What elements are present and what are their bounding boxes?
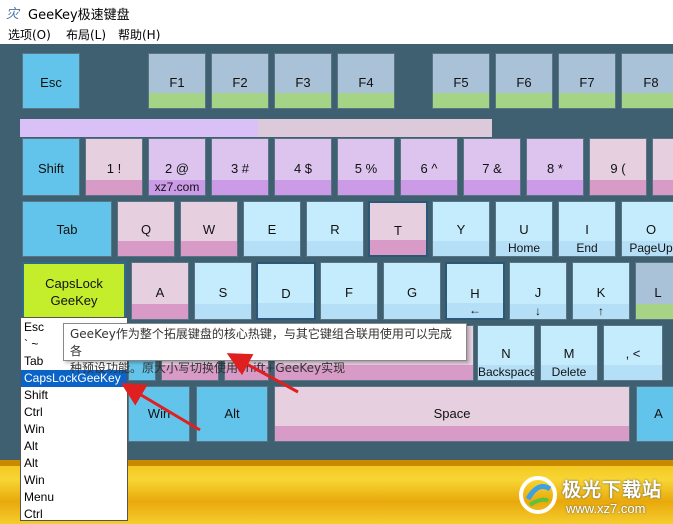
watermark-name: 极光下载站 [562,479,663,501]
key-w[interactable]: W [180,201,238,257]
key-f[interactable]: F [320,262,378,320]
aurora-logo-icon [519,476,557,514]
section-strip-middle [258,119,492,137]
key-4[interactable]: 4 $ [274,138,332,196]
key-y[interactable]: Y [432,201,490,257]
key-2[interactable]: 2 @xz7.com [148,138,206,196]
geekey-logo-icon: 灾 [6,7,20,22]
key-f2[interactable]: F2 [211,53,269,109]
key-s[interactable]: S [194,262,252,320]
dropdown-item-alt[interactable]: Alt [24,439,39,453]
key-g[interactable]: G [383,262,441,320]
key-6[interactable]: 6 ^ [400,138,458,196]
menu-help[interactable]: 帮助(H) [118,28,161,42]
dropdown-item-win[interactable]: Win [24,422,45,436]
key-f6[interactable]: F6 [495,53,553,109]
geekey-tooltip: GeeKey作为整个拓展键盘的核心热键，与其它键组合联用使用可以完成各 种预设功… [63,323,467,375]
window-title: GeeKey极速键盘 [28,8,130,23]
key-l[interactable]: L [635,262,673,320]
dropdown-item-esc[interactable]: Esc [24,320,45,334]
dropdown-item-capslockgeekey[interactable]: CapsLockGeeKey [21,370,127,387]
title-bar: 灾 GeeKey极速键盘 [0,0,673,24]
key-r[interactable]: R [306,201,364,257]
key-shift-top[interactable]: Shift [22,138,80,196]
site-watermark: 极光下载站 www.xz7.com [518,473,668,521]
arrow-to-dropdown-item [120,382,201,432]
key-5[interactable]: 5 % [337,138,395,196]
dropdown-item-alt-2[interactable]: Alt [24,456,39,470]
dropdown-item-menu[interactable]: Menu [24,490,55,504]
menu-layout[interactable]: 布局(L) [66,28,107,42]
key-9[interactable]: 9 ( [589,138,647,196]
key-f1[interactable]: F1 [148,53,206,109]
dropdown-item-win-2[interactable]: Win [24,473,45,487]
menu-bar: 选项(O) 布局(L) 帮助(H) [0,24,673,44]
key-h[interactable]: H← [445,262,505,320]
key-alt-right[interactable]: A [636,386,673,442]
key-3[interactable]: 3 # [211,138,269,196]
key-tab[interactable]: Tab [22,201,112,257]
key-k[interactable]: K↑ [572,262,630,320]
tooltip-line-1: GeeKey作为整个拓展键盘的核心热键，与其它键组合联用使用可以完成各 [70,327,452,358]
key-f4[interactable]: F4 [337,53,395,109]
key-capslock-geekey[interactable]: CapsLock GeeKey [22,262,126,320]
key-8[interactable]: 8 * [526,138,584,196]
dropdown-item-ctrl[interactable]: Ctrl [24,405,43,419]
key-7[interactable]: 7 & [463,138,521,196]
key-e[interactable]: E [243,201,301,257]
key-q[interactable]: Q [117,201,175,257]
key-comma[interactable]: , < [603,325,663,381]
dropdown-item-tab[interactable]: Tab [24,354,44,368]
section-strip-left [20,119,258,137]
key-f3[interactable]: F3 [274,53,332,109]
key-f5[interactable]: F5 [432,53,490,109]
menu-options[interactable]: 选项(O) [8,28,51,42]
watermark-url: www.xz7.com [566,501,646,516]
key-alt[interactable]: Alt [196,386,268,442]
key-d[interactable]: D [256,262,316,320]
tooltip-line-2: 种预设功能。原大小写切换使用Shift+GeeKey实现 [70,361,346,375]
key-j[interactable]: J↓ [509,262,567,320]
key-f7[interactable]: F7 [558,53,616,109]
key-space[interactable]: Space [274,386,630,442]
key-f8[interactable]: F8 [621,53,673,109]
key-1[interactable]: 1 ! [85,138,143,196]
key-t[interactable]: T [368,201,428,257]
dropdown-item-shift[interactable]: Shift [24,388,49,402]
arrow-to-tooltip [226,353,299,394]
dropdown-item-ctrl-2[interactable]: Ctrl [24,507,43,521]
dropdown-item-backtick[interactable]: ` ~ [24,337,39,351]
key-0[interactable] [652,138,673,196]
key-esc[interactable]: Esc [22,53,80,109]
key-a[interactable]: A [131,262,189,320]
